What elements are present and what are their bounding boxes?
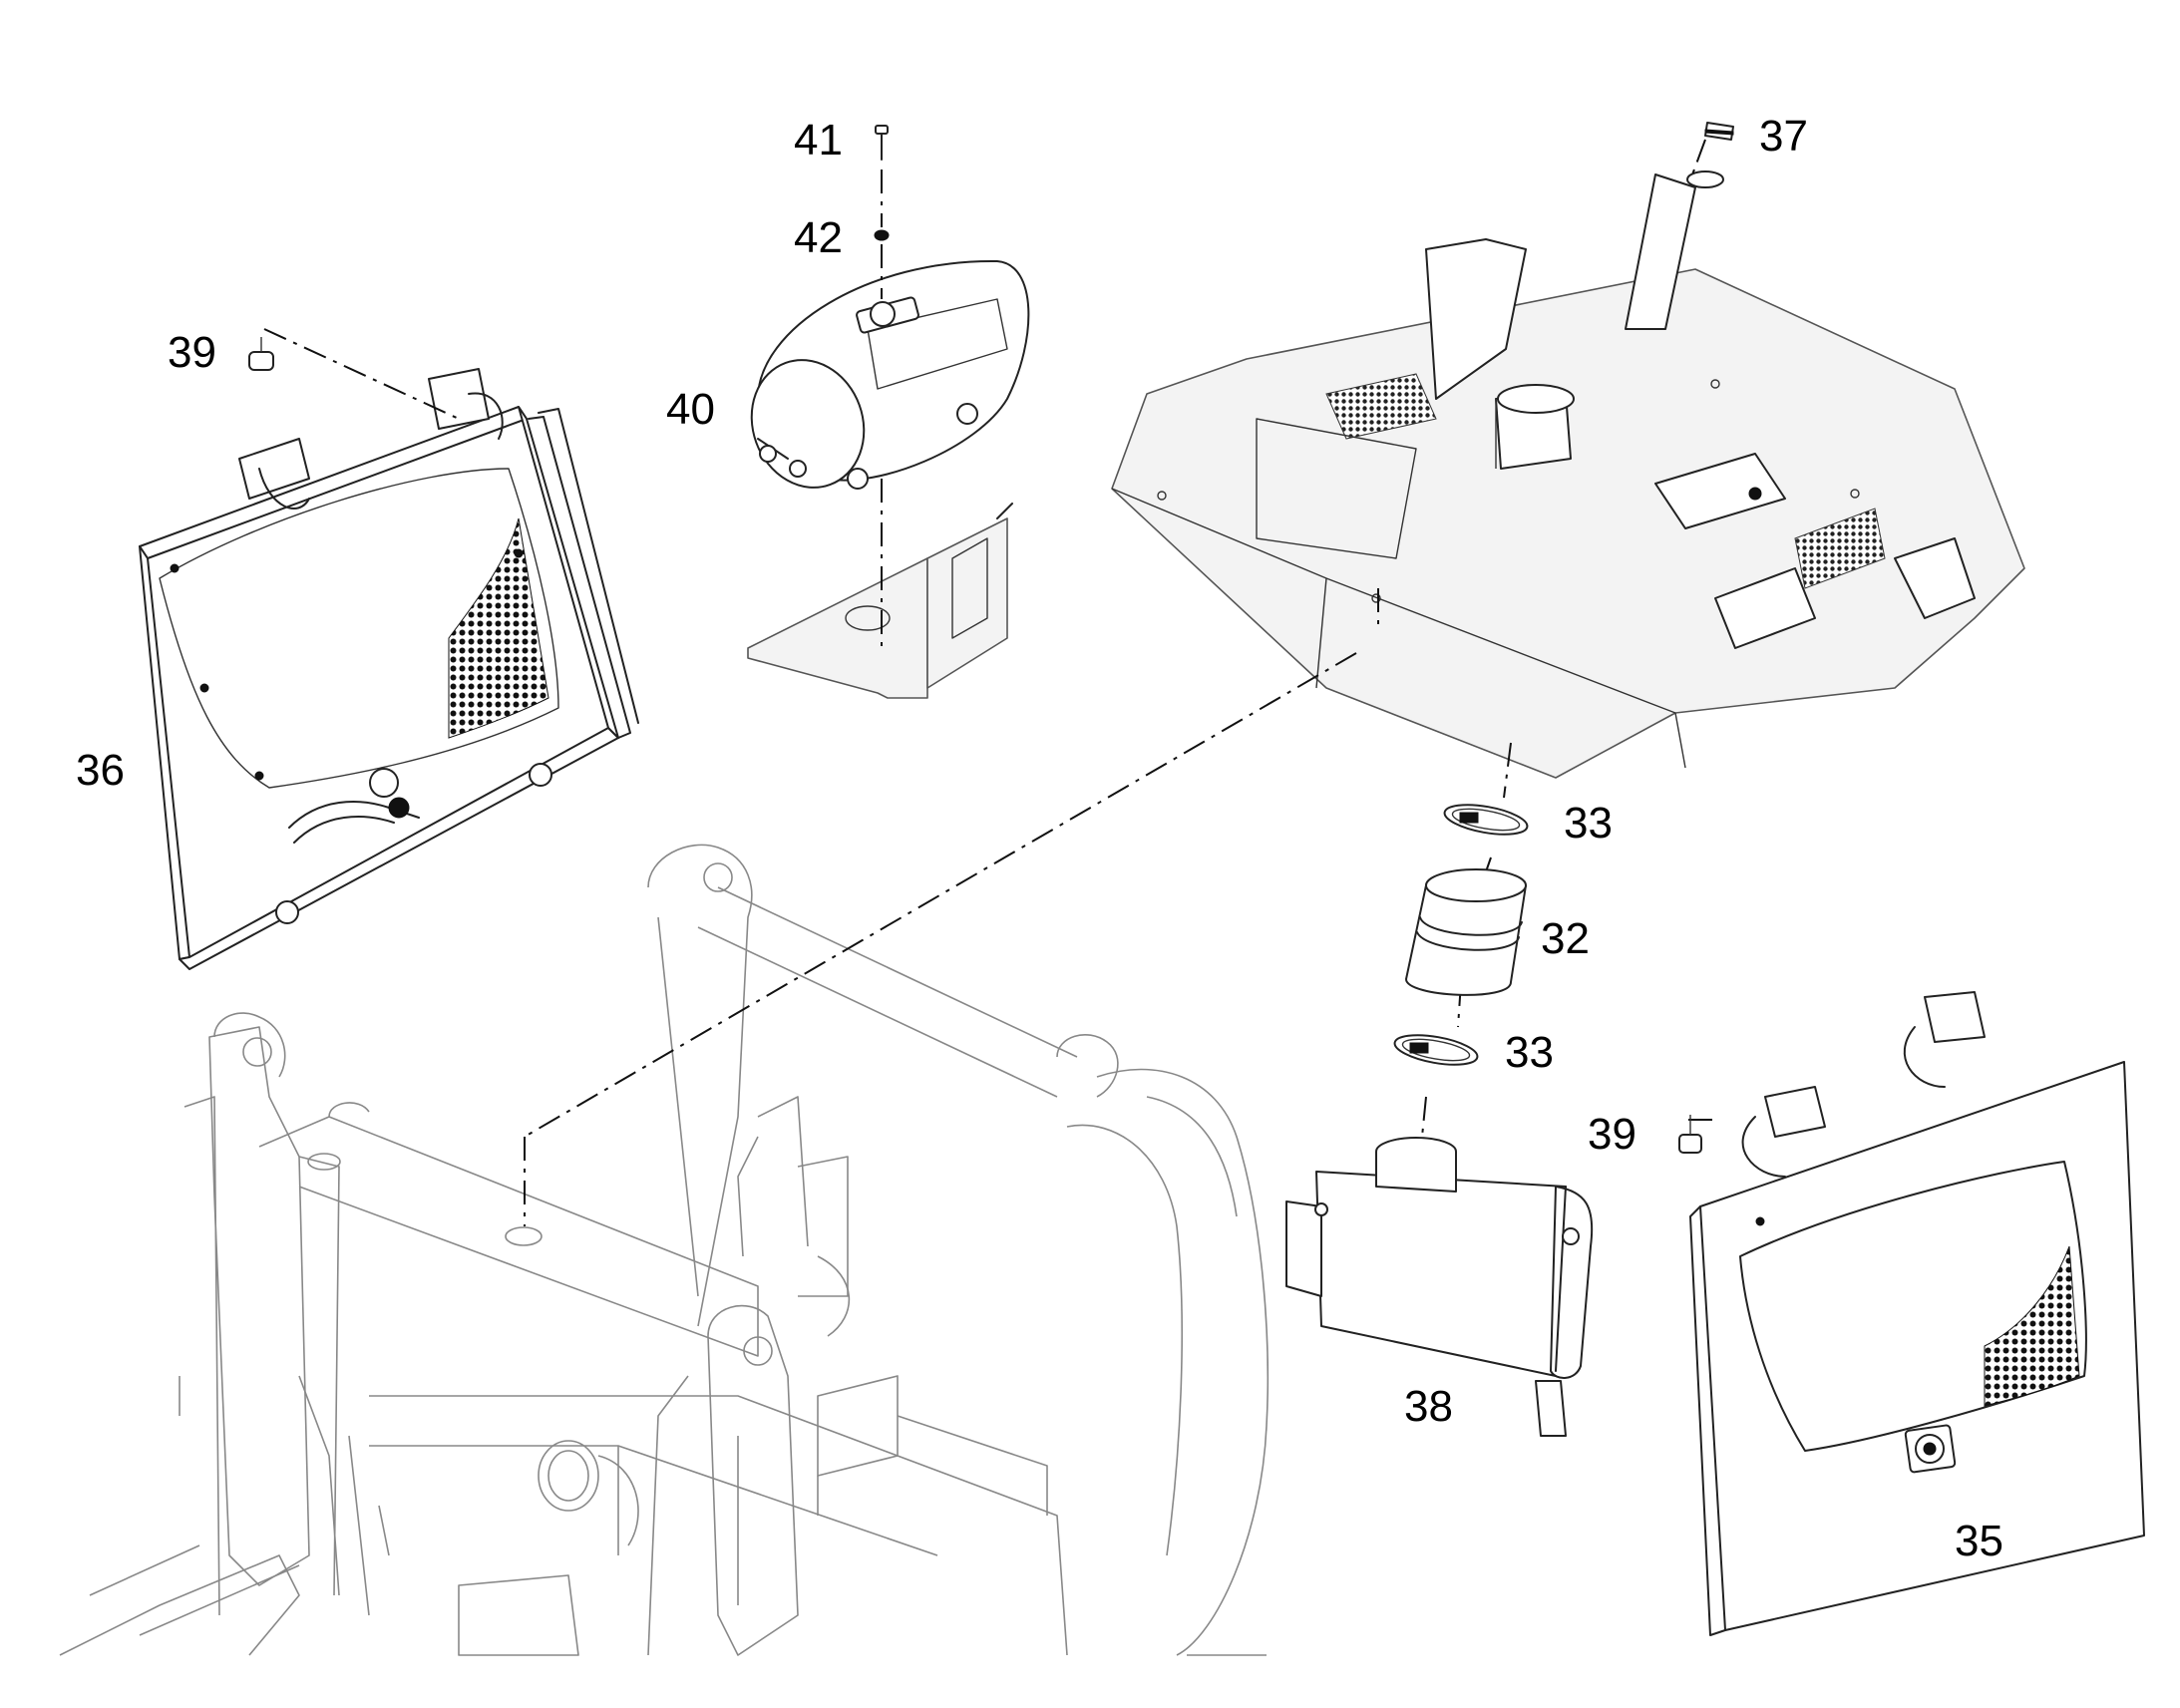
part-32-hose-coupling bbox=[1405, 868, 1527, 996]
part-33-hose-clamp-lower bbox=[1393, 1034, 1479, 1066]
chassis-frame bbox=[59, 844, 1270, 1656]
part-40-tank-assembly bbox=[747, 259, 1030, 699]
part-36-grille-panel bbox=[139, 368, 639, 970]
callout-labels: 41 42 40 39 36 37 33 32 33 39 38 35 bbox=[76, 112, 2003, 1565]
part-41-42-bolt-washer bbox=[874, 125, 890, 648]
callout-32: 32 bbox=[1541, 914, 1590, 963]
callout-36: 36 bbox=[76, 746, 125, 795]
callout-42: 42 bbox=[794, 213, 843, 262]
assembly-dashed-lines bbox=[524, 588, 1715, 1226]
callout-41: 41 bbox=[794, 116, 843, 165]
part-33-hose-clamp-upper bbox=[1443, 804, 1529, 836]
part-38-air-filter bbox=[1285, 1137, 1594, 1437]
part-39-fastener-right bbox=[1678, 1115, 1702, 1154]
callout-37: 37 bbox=[1759, 112, 1808, 161]
callout-40: 40 bbox=[666, 385, 715, 434]
callout-33-lower: 33 bbox=[1505, 1028, 1554, 1077]
callout-35: 35 bbox=[1955, 1517, 2003, 1565]
callout-38: 38 bbox=[1404, 1382, 1453, 1431]
part-35-access-door bbox=[1689, 991, 2145, 1636]
callout-33-upper: 33 bbox=[1564, 799, 1613, 848]
top-cover-housing bbox=[1111, 171, 2025, 779]
part-39-fastener-left bbox=[248, 328, 460, 420]
callout-39-right: 39 bbox=[1588, 1110, 1636, 1159]
callout-39-left: 39 bbox=[168, 328, 216, 377]
part-37-plug bbox=[1690, 122, 1734, 178]
